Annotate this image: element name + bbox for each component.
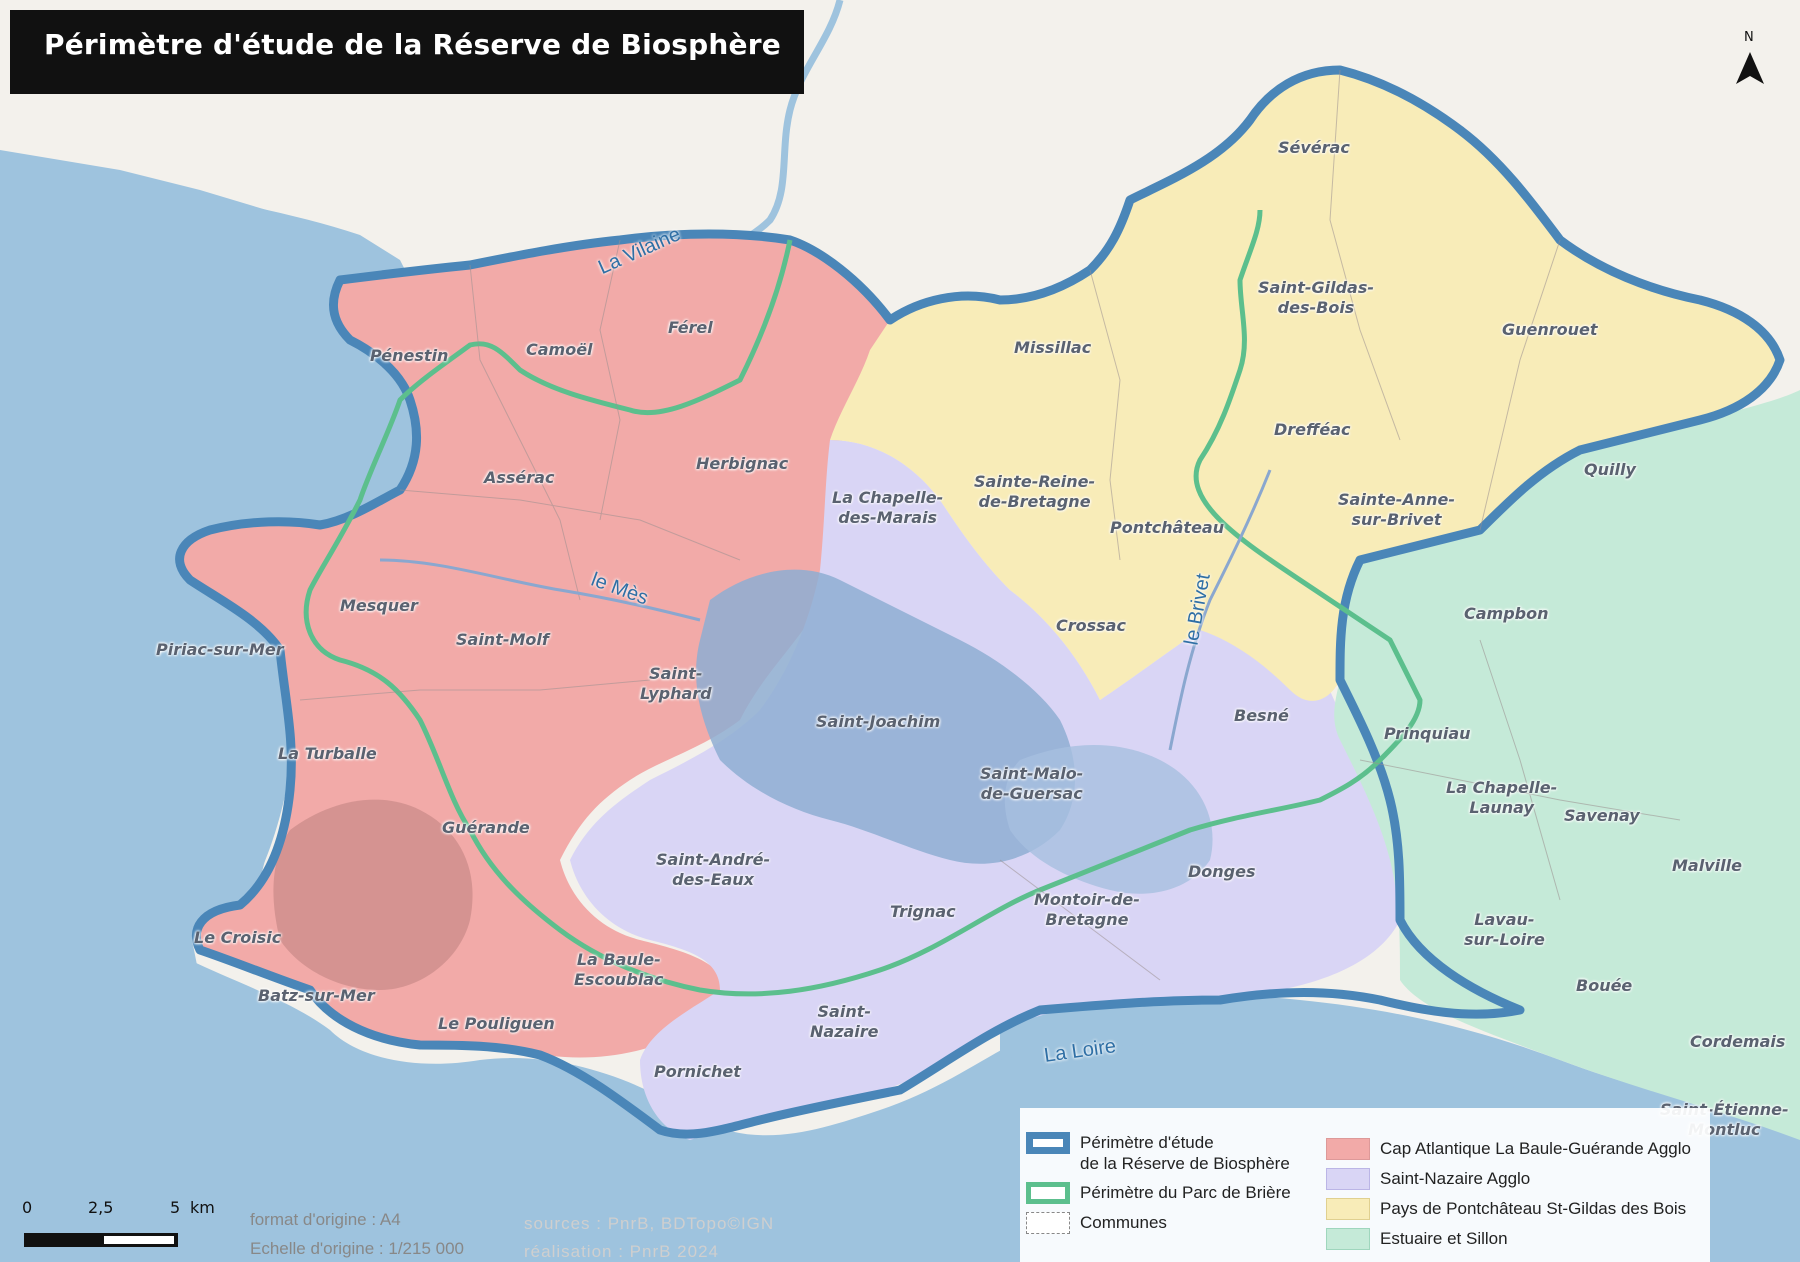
commune-label: Quilly <box>1584 460 1636 479</box>
legend-swatch <box>1326 1168 1370 1190</box>
legend-label: Périmètre du Parc de Brière <box>1080 1183 1291 1202</box>
commune-label: Guenrouet <box>1502 320 1598 339</box>
commune-label: La Chapelle-des-Marais <box>832 488 944 527</box>
sources-note: sources : PnrB, BDTopo©IGN <box>524 1214 775 1233</box>
commune-label: Campbon <box>1464 604 1549 623</box>
legend-swatch <box>1026 1132 1070 1154</box>
commune-label: Savenay <box>1564 806 1640 825</box>
legend-swatch <box>1326 1198 1370 1220</box>
north-label: N <box>1744 30 1754 45</box>
commune-label: Cordemais <box>1690 1032 1786 1051</box>
north-arrow-icon <box>1736 52 1764 84</box>
commune-label: Férel <box>668 318 713 337</box>
commune-label: Sainte-Anne-sur-Brivet <box>1338 490 1455 529</box>
commune-label: Malville <box>1672 856 1742 875</box>
commune-label: Saint-Gildas-des-Bois <box>1258 278 1374 317</box>
legend-communes: Communes <box>1026 1212 1167 1234</box>
legend-swatch <box>1026 1212 1070 1234</box>
brivet-river <box>1168 469 1272 751</box>
commune-label: Pornichet <box>654 1062 741 1081</box>
sea-west <box>0 150 420 1262</box>
map-legend: Périmètre d'étude de la Réserve de Biosph… <box>1020 1108 1710 1262</box>
legend-estuaire: Estuaire et Sillon <box>1326 1228 1508 1250</box>
scale-label: 0 <box>22 1198 33 1217</box>
commune-label: Saint-André-des-Eaux <box>656 850 771 889</box>
commune-label: Saint-Nazaire <box>810 1002 879 1041</box>
scale-labels: 0 2,5 5 km <box>22 1198 222 1258</box>
commune-label: Piriac-sur-Mer <box>156 640 284 659</box>
legend-label: Cap Atlantique La Baule-Guérande Agglo <box>1380 1139 1691 1158</box>
briere-perimeter <box>303 209 1423 997</box>
commune-label: Montoir-de-Bretagne <box>1034 890 1140 929</box>
commune-label: Pénestin <box>370 346 449 365</box>
map-title: Périmètre d'étude de la Réserve de Biosp… <box>44 28 781 61</box>
commune-label: Trignac <box>890 902 956 921</box>
commune-label: Saint-Lyphard <box>640 664 712 703</box>
legend-label: Pays de Pontchâteau St-Gildas des Bois <box>1380 1199 1687 1218</box>
commune-label: Camoël <box>526 340 593 359</box>
credits-note: réalisation : PnrB 2024 <box>524 1242 719 1261</box>
commune-label: Lavau-sur-Loire <box>1464 910 1545 949</box>
commune-label: Le Croisic <box>194 928 282 947</box>
briere-marsh <box>696 569 1075 864</box>
legend-label: Communes <box>1080 1213 1167 1232</box>
legend-swatch <box>1026 1182 1070 1204</box>
map-title-box: Périmètre d'étude de la Réserve de Biosp… <box>10 10 804 94</box>
mes-river <box>379 558 701 622</box>
commune-label: Bouée <box>1576 976 1633 995</box>
commune-label: La Baule-Escoublac <box>574 950 664 989</box>
format-note: format d'origine : A4 <box>250 1210 401 1229</box>
commune-label: Saint-Joachim <box>816 712 941 731</box>
commune-label: Missillac <box>1014 338 1092 357</box>
scale-bar <box>24 1233 178 1247</box>
region-pontchateau <box>830 70 1780 701</box>
commune-label: Donges <box>1188 862 1256 881</box>
legend-label: Périmètre d'étude <box>1080 1133 1214 1152</box>
commune-label: Besné <box>1234 706 1289 725</box>
commune-label: Assérac <box>484 468 555 487</box>
legend-study-perimeter: Périmètre d'étude de la Réserve de Biosph… <box>1026 1132 1290 1174</box>
legend-pontchateau: Pays de Pontchâteau St-Gildas des Bois <box>1326 1198 1686 1220</box>
legend-swatch <box>1326 1138 1370 1160</box>
commune-label: Mesquer <box>340 596 418 615</box>
scale-note: Echelle d'origine : 1/215 000 <box>250 1239 465 1258</box>
commune-label: Prinquiau <box>1384 724 1471 743</box>
loire-estuary <box>1000 993 1800 1160</box>
commune-label: Saint-Molf <box>456 630 549 649</box>
commune-label: Drefféac <box>1274 420 1351 439</box>
commune-label: La Turballe <box>278 744 377 763</box>
commune-label: Guérande <box>442 818 530 837</box>
commune-label: La Chapelle-Launay <box>1446 778 1558 817</box>
study-perimeter <box>175 65 1785 1139</box>
commune-boundaries <box>299 69 1681 981</box>
commune-label: Saint-Malo-de-Guersac <box>980 764 1084 803</box>
legend-label: Estuaire et Sillon <box>1380 1229 1508 1248</box>
scale-label: 2,5 <box>88 1198 114 1217</box>
legend-label: de la Réserve de Biosphère <box>1080 1154 1290 1173</box>
legend-briere-perimeter: Périmètre du Parc de Brière <box>1026 1182 1291 1204</box>
commune-label: Pontchâteau <box>1110 518 1225 537</box>
commune-label: Le Pouliguen <box>438 1014 555 1033</box>
commune-label: Batz-sur-Mer <box>258 986 375 1005</box>
scale-unit: km <box>190 1198 215 1217</box>
scale-label: 5 <box>170 1198 181 1217</box>
commune-label: Herbignac <box>696 454 789 473</box>
briere-marsh-south <box>1004 745 1213 894</box>
legend-saint-nazaire: Saint-Nazaire Agglo <box>1326 1168 1530 1190</box>
commune-label: Crossac <box>1056 616 1126 635</box>
commune-label: Sainte-Reine-de-Bretagne <box>974 472 1096 511</box>
legend-cap-atlantique: Cap Atlantique La Baule-Guérande Agglo <box>1326 1138 1691 1160</box>
legend-swatch <box>1326 1228 1370 1250</box>
legend-label: Saint-Nazaire Agglo <box>1380 1169 1531 1188</box>
commune-label: Sévérac <box>1278 138 1350 157</box>
region-estuaire <box>1334 390 1800 1140</box>
guerande-marsh <box>273 799 473 990</box>
